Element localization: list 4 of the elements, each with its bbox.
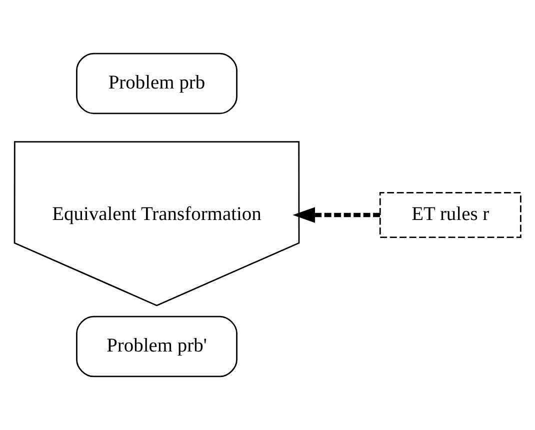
node-box: ET rules r	[379, 192, 522, 238]
arrow	[292, 207, 380, 223]
node-box: Problem prb	[76, 52, 238, 114]
node-box: Problem prb'	[76, 316, 238, 378]
